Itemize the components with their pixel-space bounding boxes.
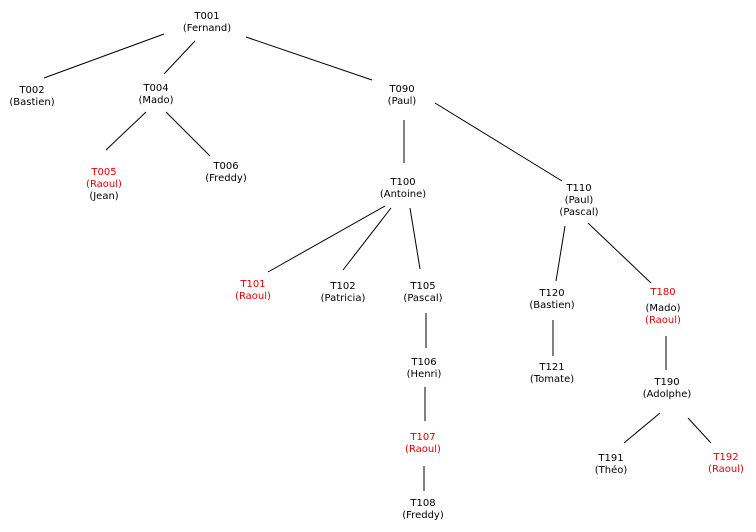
node-t107-name: (Raoul) — [405, 444, 441, 455]
node-t108-id: T108 — [410, 498, 436, 509]
node-t180-id: T180 — [650, 287, 676, 298]
node-t108: T108 (Freddy) — [402, 498, 443, 522]
node-t192: T192 (Raoul) — [708, 452, 744, 476]
node-t105: T105 (Pascal) — [403, 281, 442, 305]
node-t002: T002 (Bastien) — [9, 85, 54, 109]
node-t190-name: (Adolphe) — [642, 389, 692, 400]
node-t005: T005 (Raoul) (Jean) — [86, 167, 122, 203]
node-t100: T100 (Antoine) — [380, 177, 426, 201]
node-t180-name-1: (Mado) — [645, 303, 681, 314]
node-t110: T110 (Paul) (Pascal) — [559, 183, 598, 219]
node-t004: T004 (Mado) — [138, 83, 173, 107]
edge-t001-t004 — [163, 40, 196, 75]
node-t121: T121 (Tomate) — [530, 362, 574, 386]
node-t106-id: T106 — [411, 357, 437, 368]
node-t106-name: (Henri) — [406, 369, 442, 380]
edge-t190-t191 — [623, 412, 661, 444]
node-t192-id: T192 — [713, 452, 739, 463]
node-t001-id: T001 — [194, 11, 220, 22]
node-t180-name-2: (Raoul) — [645, 315, 681, 326]
node-t190-id: T190 — [654, 377, 680, 388]
edge-t004-t005 — [105, 111, 147, 151]
edge-t001-t002 — [43, 33, 165, 79]
node-t004-name: (Mado) — [138, 95, 174, 106]
node-t006-id: T006 — [213, 161, 239, 172]
edge-t090-t110 — [434, 102, 563, 182]
node-t100-name: (Antoine) — [379, 189, 427, 200]
node-t110-id: T110 — [566, 183, 592, 194]
node-t105-name: (Pascal) — [403, 293, 443, 304]
node-t110-name-2: (Pascal) — [559, 207, 599, 218]
node-t107-id: T107 — [410, 432, 436, 443]
node-t090: T090 (Paul) — [388, 84, 417, 108]
node-t192-name: (Raoul) — [708, 464, 744, 475]
node-t120-name: (Bastien) — [529, 300, 575, 311]
edge-t100-t105 — [409, 207, 421, 270]
node-t107: T107 (Raoul) — [405, 432, 441, 456]
node-t100-id: T100 — [390, 177, 416, 188]
node-t191-id: T191 — [598, 453, 624, 464]
node-t102: T102 (Patricia) — [321, 281, 366, 305]
edge-t190-t192 — [687, 417, 712, 444]
edge-t110-t180 — [587, 222, 652, 284]
node-t005-id: T005 — [91, 167, 117, 178]
node-t101: T101 (Raoul) — [235, 279, 271, 303]
edge-t110-t120 — [555, 225, 566, 282]
node-t006: T006 (Freddy) — [205, 161, 246, 185]
edge-t001-t090 — [245, 36, 373, 81]
node-t005-name-2: (Jean) — [89, 191, 119, 202]
node-t110-name-1: (Paul) — [564, 195, 594, 206]
node-t190: T190 (Adolphe) — [643, 377, 692, 401]
node-t101-name: (Raoul) — [235, 291, 271, 302]
edge-t100-t101 — [267, 205, 386, 273]
node-t090-id: T090 — [389, 84, 415, 95]
node-t002-id: T002 — [19, 85, 45, 96]
edge-t100-t102 — [342, 207, 392, 271]
node-t120-id: T120 — [539, 288, 565, 299]
edge-t004-t006 — [165, 111, 211, 157]
node-t005-name-1: (Raoul) — [86, 179, 122, 190]
node-t108-name: (Freddy) — [402, 510, 444, 521]
node-t004-id: T004 — [143, 83, 169, 94]
node-t121-name: (Tomate) — [529, 374, 575, 385]
node-t001-name: (Fernand) — [182, 23, 232, 34]
node-t121-id: T121 — [539, 362, 565, 373]
node-t090-name: (Paul) — [387, 96, 417, 107]
node-t191: T191 (Théo) — [595, 453, 628, 477]
node-t006-name: (Freddy) — [205, 173, 247, 184]
node-t105-id: T105 — [410, 281, 436, 292]
node-t002-name: (Bastien) — [9, 97, 55, 108]
node-t001: T001 (Fernand) — [183, 11, 231, 35]
node-t191-name: (Théo) — [594, 465, 628, 476]
node-t180: T180 (Mado) (Raoul) — [645, 287, 681, 327]
node-t106: T106 (Henri) — [407, 357, 442, 381]
node-t101-id: T101 — [240, 279, 266, 290]
node-t120: T120 (Bastien) — [529, 288, 574, 312]
node-t102-id: T102 — [330, 281, 356, 292]
node-t102-name: (Patricia) — [320, 293, 366, 304]
